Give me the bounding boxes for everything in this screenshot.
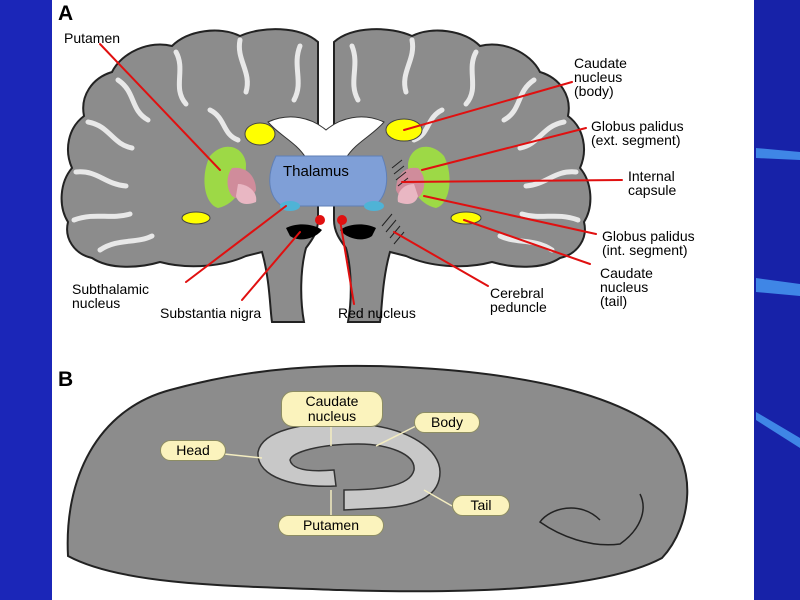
- caudate-tail-left: [181, 211, 211, 225]
- label-internal-capsule: Internal capsule: [628, 168, 677, 198]
- leader-caudate-body: [403, 81, 573, 131]
- red-nucleus-right: [337, 215, 347, 225]
- slide-accent-streak: [756, 412, 800, 448]
- slide-accent-streak: [756, 278, 800, 296]
- leader-gp-ext: [421, 127, 587, 171]
- coronal-section: [60, 28, 592, 323]
- right-sulci: [349, 37, 581, 253]
- leader-caudate-tail: [463, 219, 591, 265]
- substantia-nigra-right: [340, 224, 376, 240]
- pill-putamen: Putamen: [278, 515, 384, 536]
- caudate-body-left: [244, 122, 276, 146]
- panel-b-letter: B: [58, 368, 74, 391]
- label-globus-pallidus-int: Globus palidus (int. segment): [602, 228, 695, 258]
- leader-red-nucleus: [339, 219, 355, 305]
- label-globus-pallidus-ext: Globus palidus (ext. segment): [591, 118, 684, 148]
- leader-subthalamic: [185, 205, 287, 283]
- lateral-brain-outline: [66, 364, 689, 593]
- caudate-c-shape: [257, 422, 441, 511]
- pill-body: Body: [414, 412, 480, 433]
- pill-caudate-nucleus: Caudate nucleus: [281, 391, 383, 427]
- label-putamen: Putamen: [64, 30, 121, 46]
- pill-tail: Tail: [452, 495, 510, 516]
- leader-cerebral-peduncle: [393, 231, 489, 287]
- internal-capsule-hatch: [381, 159, 409, 245]
- panel-a-letter: A: [58, 2, 74, 25]
- lateral-ventricles: [267, 116, 385, 165]
- pill-head: Head: [160, 440, 226, 461]
- left-sulci: [71, 37, 303, 253]
- leader-putamen: [99, 43, 221, 171]
- substantia-nigra-left: [286, 224, 322, 240]
- leader-internal-capsule: [401, 179, 623, 183]
- label-cerebral-peduncle: Cerebral peduncle: [490, 285, 547, 315]
- red-nucleus-left: [315, 215, 325, 225]
- leader-b-body: [375, 423, 421, 447]
- leader-gp-int: [423, 195, 597, 235]
- subthalamic-nucleus-right: [364, 201, 384, 211]
- caudate-tail-right: [450, 211, 482, 225]
- label-red-nucleus: Red nucleus: [338, 305, 416, 321]
- label-caudate-body: Caudate nucleus (body): [574, 55, 627, 99]
- label-caudate-tail: Caudate nucleus (tail): [600, 265, 653, 309]
- lateral-view: [66, 364, 689, 593]
- slide-accent-streak: [756, 148, 800, 160]
- label-thalamus: Thalamus: [283, 163, 349, 180]
- lateral-sulcus: [538, 493, 644, 546]
- globus-pallidus-left-inner: [236, 184, 257, 204]
- globus-pallidus-right-inner: [397, 184, 418, 204]
- label-substantia-nigra: Substantia nigra: [160, 305, 262, 321]
- subthalamic-nucleus-left: [280, 201, 300, 211]
- panel-a-leader-lines: [99, 43, 623, 305]
- right-hemisphere: [333, 28, 592, 323]
- left-hemisphere: [60, 28, 319, 323]
- label-subthalamic-nucleus: Subthalamic nucleus: [72, 281, 150, 311]
- leader-b-head: [223, 453, 263, 459]
- leader-substantia-nigra: [241, 231, 301, 301]
- leader-b-tail: [423, 489, 453, 507]
